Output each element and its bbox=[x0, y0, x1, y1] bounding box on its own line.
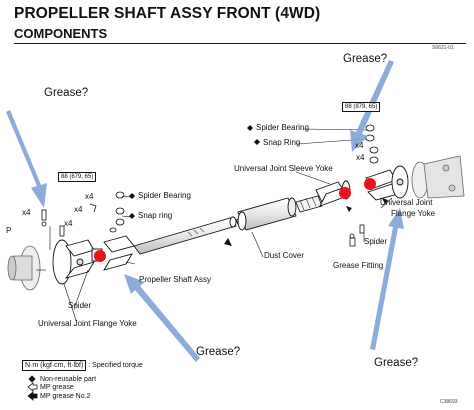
legend-mp-grease: MP grease bbox=[40, 384, 74, 391]
grease-label-bottom-center: Grease? bbox=[196, 346, 241, 358]
legend-unit-box: N·m (kgf·cm, ft·lbf) bbox=[22, 360, 87, 371]
left-flange-yoke-part bbox=[52, 239, 95, 285]
legend-unit: N·m (kgf·cm, ft·lbf) : Specified torque bbox=[22, 360, 143, 371]
grease-point-left bbox=[94, 250, 106, 262]
legend-unit-desc: : Specified torque bbox=[88, 362, 143, 369]
right-bearing-stack bbox=[359, 124, 379, 234]
label-dust-cover: Dust Cover bbox=[264, 251, 305, 260]
legend-mp-grease-2: MP grease No.2 bbox=[40, 393, 91, 400]
qty-x4-a: x4 bbox=[85, 192, 94, 201]
grease-point-right-b bbox=[364, 178, 376, 190]
hollow-arrow-icon bbox=[27, 382, 38, 392]
label-spider-right: Spider bbox=[364, 237, 388, 246]
figure-code: S6621-01 bbox=[432, 45, 454, 51]
label-uj-sleeve-yoke: Universal Joint Sleeve Yoke bbox=[234, 164, 333, 173]
page-subtitle: COMPONENTS bbox=[14, 26, 108, 41]
grease-fitting-part bbox=[349, 233, 356, 247]
solid-arrow-icon bbox=[27, 391, 38, 401]
legend-icons bbox=[27, 375, 38, 401]
qty-x4-f: x4 bbox=[356, 153, 365, 162]
qty-x4-b: x4 bbox=[74, 205, 83, 214]
panel-letter: P bbox=[6, 226, 12, 235]
label-grease-fitting: Grease Fitting bbox=[333, 261, 384, 270]
qty-x4-e: x4 bbox=[355, 141, 364, 150]
label-spider-bearing-left: Spider Bearing bbox=[138, 191, 191, 200]
arrow-bottom-right bbox=[370, 208, 404, 350]
grease-label-top-right: Grease? bbox=[343, 53, 388, 65]
label-snap-ring-left: Snap ring bbox=[138, 211, 173, 220]
drawing-code: C38693 bbox=[440, 399, 458, 405]
label-spider-left: Spider bbox=[68, 301, 92, 310]
arrow-bottom-center bbox=[124, 274, 200, 362]
filled-diamond-icon bbox=[28, 375, 36, 383]
label-diamonds bbox=[129, 125, 260, 219]
label-spider-bearing-right: Spider Bearing bbox=[256, 123, 309, 132]
grease-arrows bbox=[6, 60, 404, 362]
grease-label-bottom-right: Grease? bbox=[374, 357, 419, 369]
qty-x4-c: x4 bbox=[64, 219, 73, 228]
torque-badge-left: 88 (879, 65) bbox=[58, 172, 97, 182]
torque-badge-right: 88 (879, 65) bbox=[342, 102, 381, 112]
title-divider bbox=[14, 43, 466, 44]
label-uj-flange-yoke-left: Universal Joint Flange Yoke bbox=[38, 319, 137, 328]
mp-grease-2-markers bbox=[224, 198, 388, 246]
label-propeller-shaft-assy: Propeller Shaft Assy bbox=[139, 275, 212, 284]
left-bolts bbox=[41, 209, 65, 237]
legend-non-reusable: Non-reusable part bbox=[40, 376, 97, 383]
label-snap-ring-right: Snap Ring bbox=[263, 138, 301, 147]
left-companion-flange bbox=[7, 245, 41, 291]
right-companion-flange bbox=[411, 155, 465, 199]
spline-stub bbox=[295, 195, 323, 213]
grease-point-right-a bbox=[339, 187, 351, 199]
dust-cover-part bbox=[237, 197, 297, 231]
grease-points bbox=[94, 178, 376, 262]
qty-x4-d: x4 bbox=[22, 208, 31, 217]
left-bearing-stack bbox=[89, 191, 125, 233]
page-title: PROPELLER SHAFT ASSY FRONT (4WD) bbox=[14, 5, 321, 22]
arrow-top-left bbox=[6, 110, 47, 208]
label-uj-flange-yoke-right-line2: Flange Yoke bbox=[391, 209, 436, 218]
label-uj-flange-yoke-right-line1: Universal Joint bbox=[380, 198, 433, 207]
grease-label-top-left: Grease? bbox=[44, 87, 89, 99]
